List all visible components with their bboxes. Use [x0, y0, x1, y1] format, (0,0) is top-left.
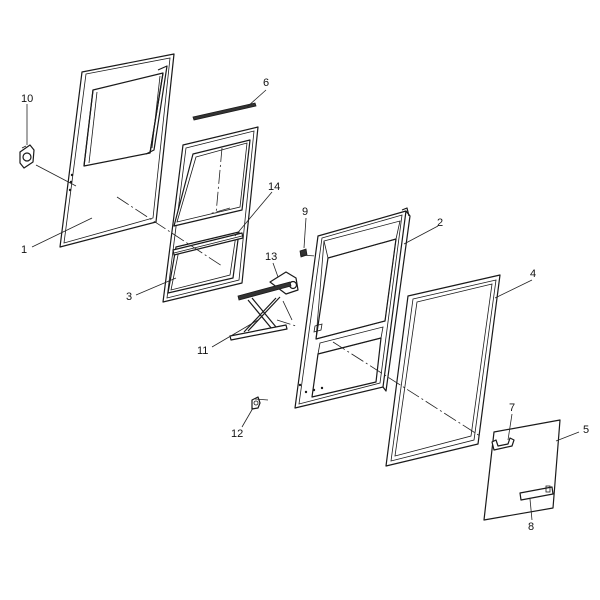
part-6-strip [192, 102, 257, 121]
assembly-centerlines [116, 147, 481, 437]
callout-4: 4 [530, 268, 536, 280]
callout-3: 3 [126, 291, 132, 303]
part-2-door-body [294, 207, 411, 409]
callout-11: 11 [197, 345, 208, 357]
callout-labels: 10 1 6 14 3 9 2 13 11 4 12 7 5 8 [21, 77, 589, 533]
part-1-door-panel [59, 53, 175, 248]
callout-13: 13 [265, 251, 277, 263]
part-10-latch [19, 144, 35, 169]
part-12-hinge [251, 396, 261, 410]
callout-10: 10 [21, 93, 33, 105]
part-14-rail [172, 232, 244, 256]
part-7-handle [491, 437, 515, 451]
callout-8: 8 [528, 521, 534, 533]
callout-14: 14 [268, 181, 280, 193]
part-4-gasket [385, 274, 501, 467]
callout-2: 2 [437, 217, 443, 229]
callout-7: 7 [509, 402, 515, 414]
callout-6: 6 [263, 77, 269, 89]
part-13-bracket [237, 271, 299, 301]
part-5-panel [483, 419, 561, 521]
callout-1: 1 [21, 244, 27, 256]
part-3-inner-frame [162, 126, 259, 303]
callout-5: 5 [583, 424, 589, 436]
callout-12: 12 [231, 428, 243, 440]
part-9-fastener [299, 248, 308, 258]
part-8-plate [519, 485, 554, 501]
part-11-scissor-arm [229, 296, 293, 341]
callout-9: 9 [302, 206, 308, 218]
leader-lines [26, 89, 580, 521]
